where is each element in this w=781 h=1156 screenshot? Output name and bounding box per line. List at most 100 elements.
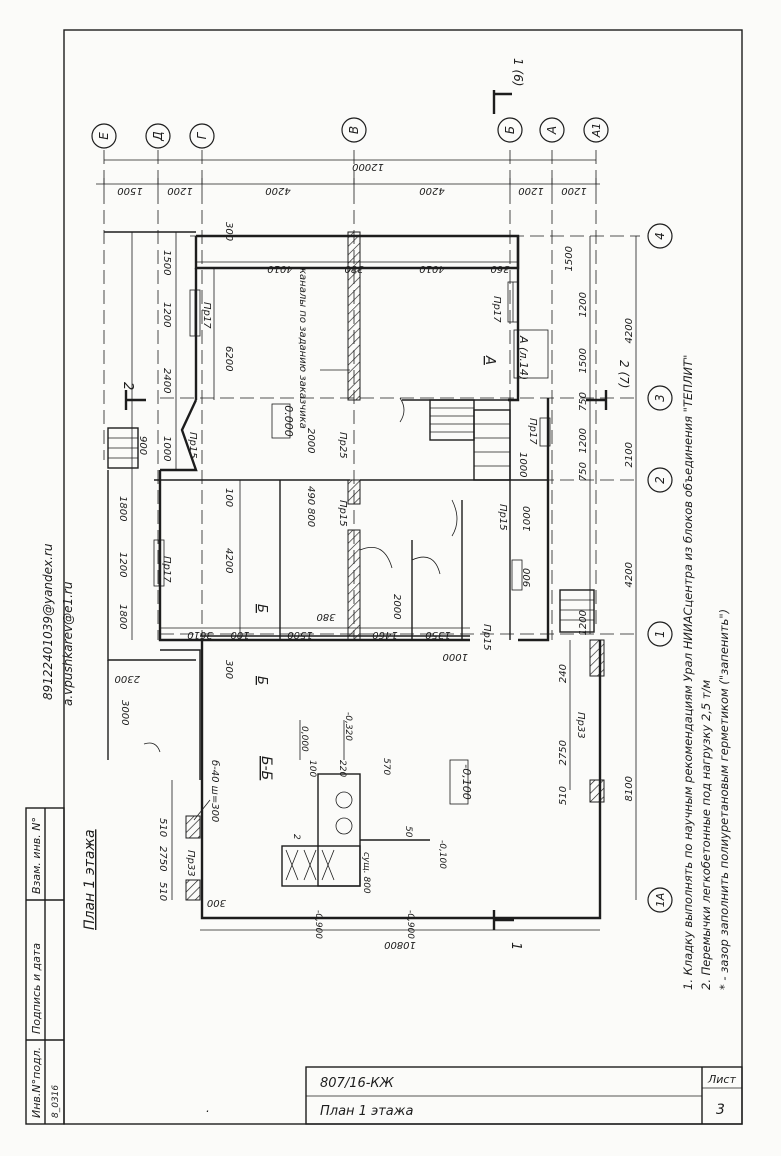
dim-right-c3-1: 8100 [624,776,635,801]
lintel-labels: Пр17 Пр17 Пр15 Пр17 Пр25 Пр15 Пр15 Пр17 … [161,296,586,877]
bb-dim-220: 220 [337,760,347,777]
drawing-title: План 1 этажа [82,829,98,930]
dim-int-13: 490 [305,486,316,505]
channel-note: каналы по заданию заказчика [297,268,308,429]
right-dimensions: 1500 1200 1500 750 1200 750 1000 900 120… [522,236,637,900]
dim-left-5: 900 [137,436,148,455]
level-mark-minus: -0,100 [460,764,473,799]
dim-int-3: 4010 [419,263,444,274]
section-bb-label-1: Б [254,604,269,613]
axis-label-g: Г [195,131,209,139]
axis-label-a1: А1 [590,123,603,139]
lintel-4: Пр17 [161,556,172,583]
dim-bottom-3: 510 [157,882,168,901]
dim-left-7: 1200 [117,552,128,577]
level-mark: 0.000 [282,405,295,437]
dim-top-seg-3: 4200 [265,185,290,196]
dim-left-1: 300 [223,222,234,241]
dim-int-14: 2000 [391,594,402,619]
top-dimensions: 12000 1500 1200 4200 4200 1200 1200 [96,159,600,196]
lintel-1: Пр17 [201,302,212,329]
bb-existing: сущ. 800 [361,852,371,894]
dim-int-7: 1500 [287,629,312,640]
dim-int-5: 3610 [187,629,212,640]
dim-left-12: 100 [223,488,234,507]
axis-label-1a: 1А [654,893,667,908]
dim-bottom-5: 3000 [119,700,130,725]
dim-right-4: 750 [578,392,589,411]
note-3: * - зазор заполнить полиуретановым герме… [717,609,731,990]
axis-label-e: Е [97,132,111,140]
dim-int-11: 2000 [305,428,316,453]
note-2: 2. Перемычки легкобетонные под нагрузку … [699,680,713,990]
dim-right-c3-2: 2750 [558,740,569,765]
bb-level-minus-900b: -0,900 [405,910,415,939]
dim-int-4: 360 [490,263,509,274]
dim-top-seg-4: 4200 [419,185,444,196]
dim-left-3: 1200 [161,302,172,327]
dim-left-11: 4200 [223,548,234,573]
bottom-dimensions: 10800 510 2750 510 300 3000 2300 300 [115,660,600,950]
stamp-podpis-data: Подпись и дата [30,943,43,1034]
dim-right-9: 1200 [578,610,589,635]
dim-int-15: 1000 [443,651,468,662]
section-bb-title: Б-Б [258,756,274,780]
axis-label-4: 4 [653,232,667,240]
bb-dim-100: 100 [307,760,317,777]
section-marks: 2 2 (7) 1 1 (6) Б Б А А (л.14) [120,58,631,950]
left-dimensions: 300 1500 1200 2400 900 1800 1200 1800 10… [117,222,241,640]
lintel-7: Пр15 [497,504,508,531]
bb-dim-570: 570 [381,758,391,775]
dim-int-2: 380 [344,263,363,274]
title-block [305,1066,743,1125]
dim-right-3: 1500 [578,348,589,373]
axis-label-b: Б [503,126,517,134]
lintel-11: Пр33 [185,850,196,877]
dim-int-10: 1350 [425,629,450,640]
dim-right-c2-2: 2100 [624,442,635,467]
dim-top-total: 12000 [352,161,384,172]
dim-right-c2-3: 4200 [624,562,635,587]
hatched-walls [185,231,605,901]
bb-dim-50: 50 [403,826,413,838]
dim-int-9: 1460 [372,629,397,640]
dim-right-c2-1: 4200 [624,318,635,343]
dim-int-12: 800 [305,508,316,527]
dim-left-10: 6200 [223,346,234,371]
dim-int-16: 1000 [517,452,528,477]
contact-email-1: 89122401039@yandex.ru [41,543,55,700]
lintel-10: Пр33 [575,712,586,739]
dim-top-seg-6: 1200 [561,185,586,196]
dim-right-6: 750 [578,462,589,481]
stamp-inv-podl: Инв.N°подл. [30,1047,43,1118]
dim-int-8: 380 [316,611,335,622]
section-2-label: 2 [120,382,135,390]
dim-left-8: 1800 [117,604,128,629]
dim-bottom-6: 2300 [115,673,140,684]
note-1: 1. Кладку выполнять по научным рекоменда… [681,355,695,990]
dim-right-7: 1000 [522,506,533,531]
dim-int-1: 4010 [267,263,292,274]
axis-label-2: 2 [653,476,667,484]
axis-label-3: 3 [653,394,667,402]
axis-label-v: В [347,126,361,134]
windows [153,281,551,591]
dim-right-5: 1200 [578,428,589,453]
footer-mark: . [206,1101,210,1115]
section-1-sheet-label: 1 (6) [511,58,525,86]
axis-label-1: 1 [653,630,667,638]
lintel-3: Пр15 [187,432,198,459]
axis-bubbles-letters: Е Д Г В Б А А1 [91,117,609,149]
lintel-9: Пр15 [481,624,492,651]
axis-bubbles-numbers: 4 3 2 1 1А [647,223,673,913]
dim-int-6: 100 [230,629,249,640]
section-aa-ref: А (л.14) [517,335,530,380]
lintel-6: Пр15 [337,500,348,527]
dim-bottom-1: 510 [157,818,168,837]
dim-bottom-total: 10800 [384,939,416,950]
section-aa-label: А [482,355,497,365]
bb-level-0: 0,000 [299,726,309,752]
title-block-sheet-number: 3 [716,1102,725,1118]
dim-right-c3-3: 510 [558,786,569,805]
